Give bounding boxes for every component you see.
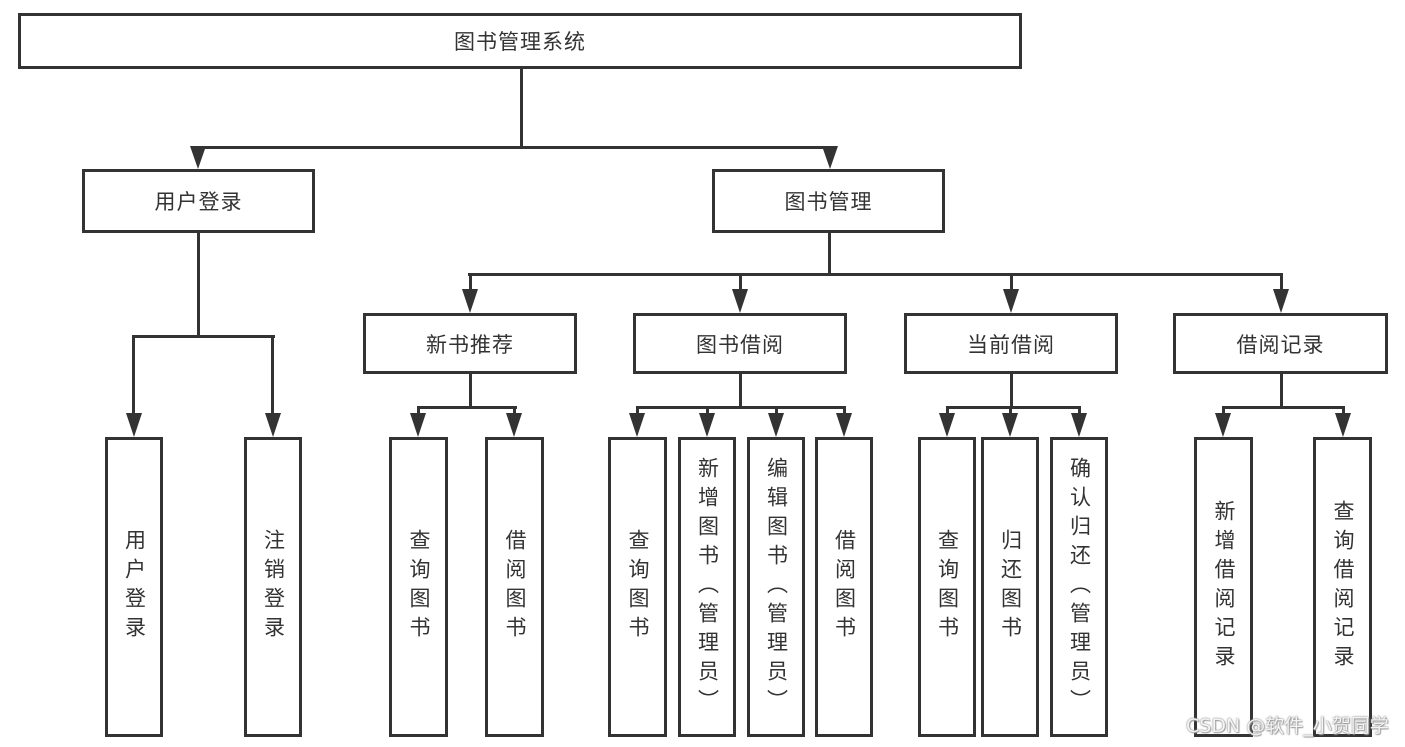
connector-line [843,406,846,418]
leaf-query-books-current: 查询图书 [918,437,976,737]
node-label: 图书借阅 [696,332,784,357]
connector-line [775,406,778,418]
connector-line [739,374,742,406]
arrowhead-down [1215,413,1231,437]
leaf-query-books-newbooks: 查询图书 [389,437,448,737]
node-label: 编辑图书（管理员） [764,456,789,718]
connector-line [636,406,639,418]
leaf-edit-books-admin: 编辑图书（管理员） [747,437,805,737]
connector-line [946,406,1081,409]
node-label: 用户登录 [122,529,147,645]
connector-line [828,233,831,273]
arrowhead-down [506,413,522,437]
node-book-management: 图书管理 [712,169,945,233]
arrowhead-down [822,146,838,169]
connector-line [468,273,1283,276]
leaf-borrow-books: 借阅图书 [815,437,873,737]
arrowhead-down [462,289,478,313]
leaf-add-borrow-record: 新增借阅记录 [1194,437,1253,737]
arrowhead-down [1273,289,1289,313]
arrowhead-down [836,413,852,437]
node-library-management-system: 图书管理系统 [18,13,1022,69]
connector-line [1280,273,1283,291]
node-label: 归还图书 [998,529,1023,645]
connector-line [417,406,420,418]
node-label: 借阅图书 [503,529,527,645]
connector-line [1342,406,1345,418]
leaf-query-books-borrowing: 查询图书 [608,437,667,737]
connector-line [513,406,516,418]
connector-line [706,406,709,418]
connector-line [197,233,200,335]
leaf-user-login: 用户登录 [105,437,163,737]
leaf-return-books: 归还图书 [981,437,1039,737]
connector-line [132,335,275,338]
connector-line [946,406,949,418]
connector-line [1010,374,1013,406]
node-label: 借阅记录 [1236,332,1325,357]
arrowhead-down [1002,413,1018,437]
arrowhead-down [1003,289,1019,313]
leaf-confirm-return-admin: 确认归还（管理员） [1050,437,1108,737]
arrowhead-down [629,413,645,437]
connector-line [1222,406,1225,418]
connector-line [1280,374,1283,406]
node-borrowing-records: 借阅记录 [1173,313,1388,374]
node-label: 新增图书（管理员） [695,456,720,718]
connector-line [520,69,523,146]
connector-line [271,335,274,415]
connector-line [1078,406,1081,418]
node-label: 图书管理 [784,190,873,214]
arrowhead-down [190,146,206,169]
leaf-query-borrow-record: 查询借阅记录 [1313,437,1372,737]
node-label: 图书管理系统 [454,30,586,54]
arrowhead-down [410,413,426,437]
arrowhead-down [699,413,715,437]
connector-line [469,374,472,406]
arrowhead-down [1335,413,1351,437]
arrowhead-down [768,413,784,437]
node-book-borrowing: 图书借阅 [633,313,847,374]
node-label: 查询借阅记录 [1331,500,1355,674]
connector-line [1222,406,1345,409]
connector-line [469,273,472,291]
node-user-login: 用户登录 [82,169,315,233]
arrowhead-down [732,289,748,313]
node-current-borrowing: 当前借阅 [904,313,1118,374]
node-label: 借阅图书 [832,529,857,645]
connector-line [417,406,517,409]
connector-line [132,335,135,415]
connector-line [636,406,846,409]
csdn-watermark: CSDN @软件_小贺同学 [1186,715,1389,737]
node-label: 新书推荐 [426,332,514,357]
node-label: 用户登录 [154,190,243,214]
leaf-logout: 注销登录 [244,437,302,737]
arrowhead-down [1071,413,1087,437]
leaf-borrow-books-newbooks: 借阅图书 [485,437,544,737]
leaf-add-books-admin: 新增图书（管理员） [678,437,736,737]
node-label: 新增借阅记录 [1212,500,1236,674]
arrowhead-down [265,413,281,437]
node-new-book-recommendation: 新书推荐 [363,313,577,374]
connector-line [1009,406,1012,418]
node-label: 查询图书 [935,529,960,645]
node-label: 注销登录 [261,529,286,645]
node-label: 当前借阅 [967,332,1055,357]
node-label: 确认归还（管理员） [1067,456,1092,718]
connector-line [1010,273,1013,291]
connector-line [197,146,833,149]
node-label: 查询图书 [407,529,431,645]
node-label: 查询图书 [626,529,650,645]
arrowhead-down [126,413,142,437]
arrowhead-down [939,413,955,437]
connector-line [739,273,742,291]
